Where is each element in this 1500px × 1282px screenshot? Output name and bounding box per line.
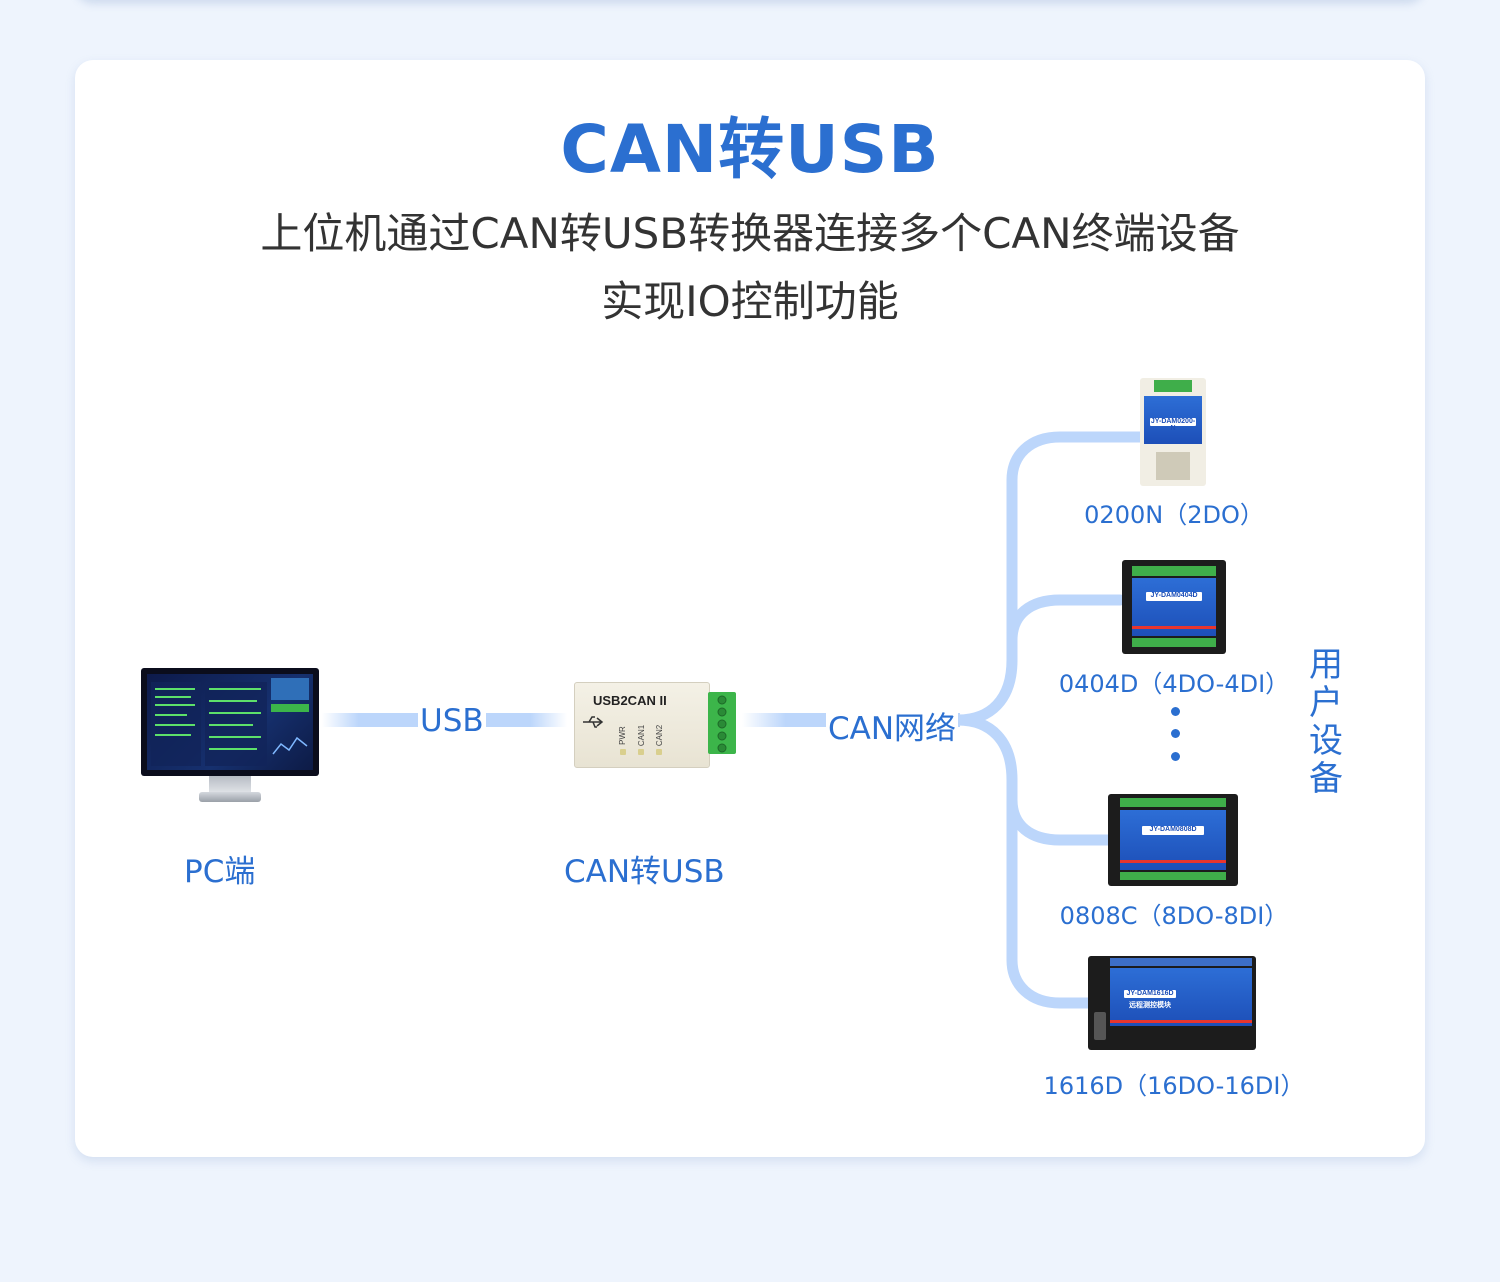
device-0200n-connector: [1156, 452, 1190, 480]
device-0808c: JY-DAM0808D: [1108, 794, 1238, 886]
device-1616d: JY-DAM1616D 远程测控模块: [1088, 956, 1256, 1050]
device-0200n-terminals: [1154, 380, 1192, 392]
can1-label: CAN1: [637, 724, 647, 747]
usb2can-converter: USB2CAN II PWR CAN1 CAN2: [574, 682, 738, 768]
device-1616d-db9-port: [1094, 1012, 1106, 1040]
monitor-base: [199, 792, 261, 802]
user-devices-label: 用户设备: [1309, 645, 1343, 799]
device-0404d-stripe: [1132, 626, 1216, 629]
can-network-label: CAN网络: [826, 703, 959, 748]
dashboard-graphic: [151, 678, 309, 766]
device-1616d-tag: JY-DAM1616D: [1124, 990, 1176, 998]
can-branch-down: [952, 714, 1098, 1009]
monitor-screen: [141, 668, 319, 776]
converter-model-text: USB2CAN II: [593, 693, 667, 708]
pc-label: PC端: [184, 854, 256, 890]
device-1616d-stripe: [1110, 1020, 1252, 1023]
page-title: CAN转USB: [560, 111, 940, 188]
can2-label: CAN2: [655, 724, 665, 747]
dashboard-screen-image: [147, 674, 313, 770]
device-0200n: JY-DAM0200-N: [1140, 378, 1206, 486]
can-branch-0404: [1006, 594, 1126, 666]
device-0404d-label: 0404D（4DO-4DI）: [1058, 670, 1290, 698]
can2-led: [656, 749, 662, 755]
device-1616d-top-terminals: [1110, 958, 1252, 966]
device-0404d-bottom-terminals: [1132, 638, 1216, 647]
device-0404d: JY-DAM0404D: [1122, 560, 1226, 654]
device-0404d-tag: JY-DAM0404D: [1146, 592, 1202, 601]
device-0404d-top-terminals: [1132, 566, 1216, 576]
converter-label: CAN转USB: [564, 854, 725, 890]
device-0808c-tag: JY-DAM0808D: [1142, 826, 1204, 835]
converter-body: USB2CAN II PWR CAN1 CAN2: [574, 682, 710, 768]
device-0808c-label: 0808C（8DO-8DI）: [1059, 902, 1289, 930]
subtitle-line-1: 上位机通过CAN转USB转换器连接多个CAN终端设备: [260, 209, 1240, 258]
usb-link-label: USB: [418, 703, 486, 739]
can-branch-0808: [1006, 774, 1116, 846]
pwr-led: [620, 749, 626, 755]
terminal-block: [708, 692, 736, 754]
device-0200n-label: 0200N（2DO）: [1084, 501, 1264, 529]
device-1616d-label: 1616D（16DO-16DI）: [1043, 1072, 1305, 1100]
usb-symbol-icon: [583, 716, 604, 728]
subtitle-line-2: 实现IO控制功能: [601, 277, 899, 326]
terminal-screws: [717, 695, 727, 753]
device-0808c-bottom-terminals: [1120, 872, 1226, 880]
device-1616d-subtag: 远程测控模块: [1129, 1002, 1171, 1009]
more-devices-dot-2: [1171, 729, 1180, 738]
pc-monitor: [141, 668, 319, 804]
pwr-label: PWR: [617, 726, 627, 745]
more-devices-dot-1: [1171, 707, 1180, 716]
more-devices-dot-3: [1171, 752, 1180, 761]
device-0808c-stripe: [1120, 860, 1226, 863]
monitor-stand: [209, 776, 251, 794]
device-0808c-top-terminals: [1120, 798, 1226, 807]
can1-led: [638, 749, 644, 755]
device-0200n-tag: JY-DAM0200-N: [1150, 418, 1196, 432]
